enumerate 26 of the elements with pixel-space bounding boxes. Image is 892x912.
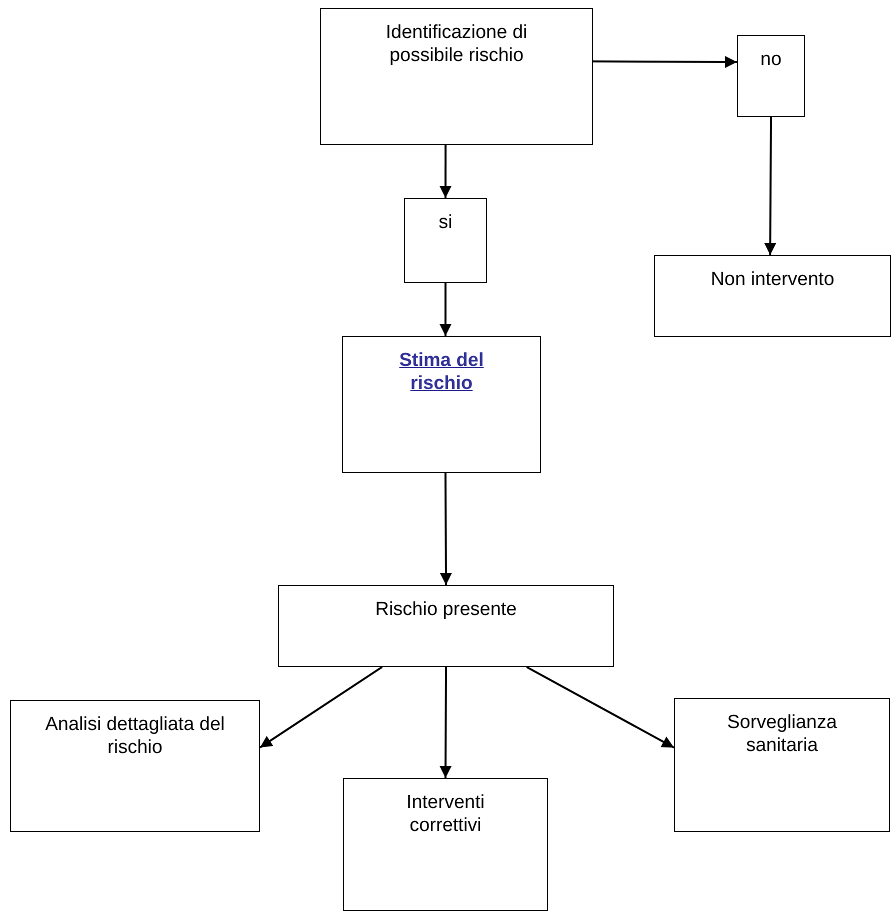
box-text: Rischio presente (375, 598, 517, 621)
process-box (404, 198, 487, 283)
arrow (439, 283, 452, 336)
box-text: Sorveglianza sanitaria (726, 711, 838, 757)
process-box (278, 585, 614, 667)
arrow (440, 667, 452, 778)
box-text: Interventi correttivi (405, 791, 486, 837)
process-box (320, 8, 593, 145)
process-box (343, 778, 548, 911)
box-text: no (760, 48, 782, 71)
box-text: Non intervento (710, 268, 834, 291)
box-text: Analisi dettagliata del rischio (44, 713, 226, 759)
arrow (526, 666, 674, 748)
arrow (440, 473, 452, 585)
process-box (737, 35, 805, 117)
box-text: si (438, 211, 452, 234)
process-box (342, 336, 541, 473)
link-text: Stima del rischio (398, 349, 485, 395)
arrow (440, 145, 452, 198)
process-box (10, 700, 260, 832)
process-box (674, 698, 890, 832)
arrow (593, 56, 737, 68)
arrow (764, 117, 776, 255)
arrow (259, 666, 383, 748)
box-text: Identificazione di possibile rischio (384, 21, 528, 67)
process-box (654, 255, 891, 337)
